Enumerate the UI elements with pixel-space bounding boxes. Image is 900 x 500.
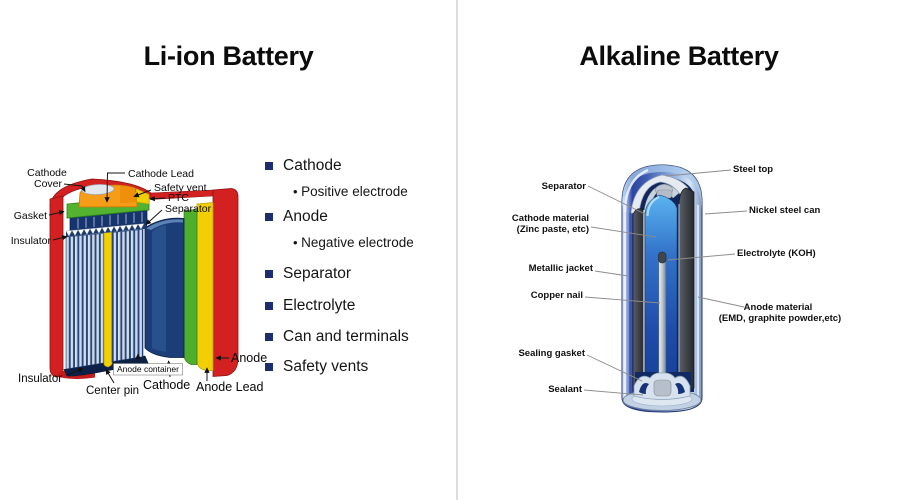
- list-item-can-and-terminals: Can and terminals: [265, 327, 409, 347]
- list-item-label: Can and terminals: [283, 328, 409, 345]
- steel-top-part: [630, 174, 689, 214]
- leader-center-pin: [105, 368, 115, 384]
- label-anode-lead: Anode Lead: [196, 380, 263, 394]
- list-subitem-negative-electrode: Negative electrode: [293, 234, 414, 250]
- label-sealing-gasket: Sealing gasket: [518, 348, 585, 359]
- square-bullet-icon: [265, 213, 273, 221]
- list-item-cathode: Cathode: [265, 156, 342, 176]
- square-bullet-icon: [265, 363, 273, 371]
- leader-cathode-lead: [104, 172, 125, 203]
- label-anode: Anode: [231, 351, 267, 365]
- list-subitem-positive-electrode: Positive electrode: [293, 183, 408, 199]
- label-cathode-lead: Cathode Lead: [128, 168, 194, 180]
- list-item-electrolyte: Electrolyte: [265, 296, 355, 316]
- liion-diagram: Cathode Cover Cathode Lead Safety vent P…: [11, 167, 267, 397]
- label-nickel-steel-can: Nickel steel can: [749, 205, 820, 216]
- nail-shaft: [658, 260, 667, 386]
- leader-insulator-bottom: [66, 367, 84, 376]
- square-bullet-icon: [265, 333, 273, 341]
- center-pin-part: [103, 231, 113, 368]
- leader-separator: [145, 209, 163, 226]
- right-title: Alkaline Battery: [579, 41, 779, 71]
- liion-leader-lines: [48, 172, 229, 384]
- leader-gasket: [48, 210, 65, 216]
- alkaline-labels: Steel top Separator Nickel steel can Cat…: [512, 164, 841, 395]
- leader-metallic-jacket: [594, 270, 629, 277]
- label-copper-nail: Copper nail: [531, 290, 583, 301]
- leader-separator: [587, 185, 646, 215]
- alkaline-battery-cutaway: [621, 164, 703, 413]
- leader-anode-material: [697, 296, 745, 308]
- cathode-sheet-inner-face: [146, 219, 183, 230]
- panel-divider: [456, 0, 458, 500]
- leader-copper-nail: [584, 296, 661, 304]
- square-bullet-icon: [265, 302, 273, 310]
- label-sealant: Sealant: [548, 384, 583, 395]
- leader-nickel-steel-can: [704, 210, 748, 215]
- label-gasket: Gasket: [14, 210, 47, 222]
- anode-column-left: [632, 208, 645, 392]
- nail-tip: [658, 251, 667, 264]
- label-safety-vent: Safety vent: [154, 182, 207, 194]
- anode-container-box: [113, 363, 183, 376]
- leader-cathode-material: [590, 226, 657, 238]
- list-subitem-label: Positive electrode: [293, 184, 408, 199]
- label-anode-container: Anode container: [117, 364, 179, 374]
- left-title: Li-ion Battery: [143, 41, 314, 71]
- leader-safety-vent: [133, 189, 152, 198]
- label-cathode-cover-2: Cover: [34, 178, 63, 190]
- label-anode-material-1: Anode material: [744, 302, 813, 313]
- can-right-wall: [212, 188, 239, 377]
- label-cathode-bottom: Cathode: [143, 378, 190, 392]
- label-separator: Separator: [542, 181, 587, 192]
- label-ptc: PTC: [168, 192, 189, 204]
- liion-battery-cutaway: [49, 178, 239, 379]
- liion-bullet-list: Cathode Positive electrode Anode Negativ…: [0, 0, 457, 500]
- leader-electrolyte: [667, 253, 736, 261]
- label-insulator-top: Insulator: [11, 235, 52, 247]
- label-separator: Separator: [165, 203, 212, 215]
- gasket-notch-right: [675, 383, 685, 394]
- leader-sealant: [583, 389, 644, 396]
- liion-labels: Cathode Cover Cathode Lead Safety vent P…: [11, 167, 267, 397]
- square-bullet-icon: [265, 270, 273, 278]
- label-electrolyte: Electrolyte (KOH): [737, 248, 816, 259]
- list-item-label: Separator: [283, 265, 352, 282]
- list-item-safety-vents: Safety vents: [265, 357, 368, 377]
- label-steel-top: Steel top: [733, 164, 773, 175]
- anode-column-right: [678, 187, 695, 392]
- label-metallic-jacket: Metallic jacket: [529, 263, 594, 274]
- jellyroll-stripes-right: [111, 229, 144, 362]
- list-item-separator: Separator: [265, 264, 351, 284]
- cathode-sheet-gloss: [152, 225, 166, 352]
- label-center-pin: Center pin: [86, 385, 139, 397]
- insulator-teeth: [65, 223, 145, 237]
- alkaline-leader-lines: [583, 169, 748, 396]
- leader-steel-top: [665, 169, 732, 177]
- leader-insulator-top: [52, 235, 68, 241]
- cathode-highlight: [646, 195, 660, 217]
- gasket-notch-left: [639, 383, 649, 394]
- list-item-anode: Anode: [265, 207, 328, 227]
- nail-base: [653, 379, 672, 397]
- label-cathode-material-1: Cathode material: [512, 213, 589, 224]
- list-item-label: Electrolyte: [283, 297, 356, 314]
- label-cathode-cover-1: Cathode: [27, 167, 67, 179]
- jacket-highlight-left: [623, 168, 649, 213]
- cap-shade: [120, 185, 137, 204]
- cap-crimp-ticks: [77, 212, 143, 229]
- list-item-label: Cathode: [283, 157, 342, 174]
- leader-sealing-gasket: [586, 354, 643, 382]
- list-item-label: Anode: [283, 208, 328, 225]
- leader-ptc: [149, 196, 166, 202]
- leader-cathode-cover: [63, 183, 86, 193]
- alkaline-diagram: Steel top Separator Nickel steel can Cat…: [512, 164, 841, 413]
- label-anode-material-2: (EMD, graphite powder,etc): [719, 313, 841, 324]
- label-insulator-bottom: Insulator: [18, 373, 62, 385]
- list-item-label: Safety vents: [283, 358, 369, 375]
- square-bullet-icon: [265, 162, 273, 170]
- list-subitem-label: Negative electrode: [293, 235, 414, 250]
- label-cathode-material-2: (Zinc paste, etc): [517, 224, 589, 235]
